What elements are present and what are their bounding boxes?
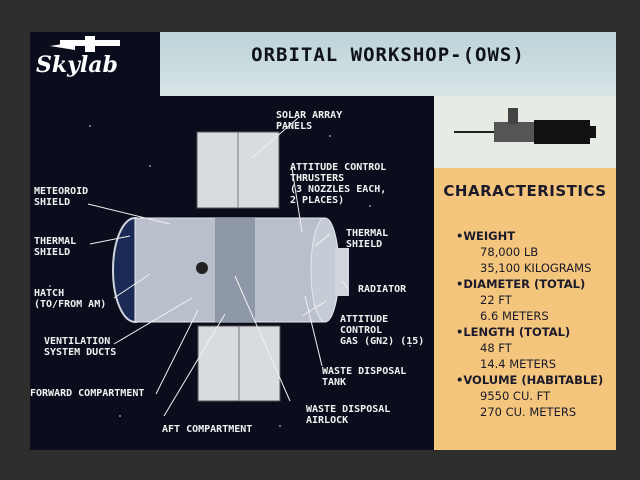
label-thermal-shield-left: THERMAL SHIELD (34, 236, 77, 258)
char-label: WEIGHT (456, 228, 610, 244)
char-value: 48 FT (480, 341, 512, 355)
label-thermal-shield-right: THERMAL SHIELD (346, 228, 389, 250)
char-value: 9550 CU. FT (480, 389, 551, 403)
label-radiator: RADIATOR (358, 284, 407, 295)
char-label: LENGTH (TOTAL) (456, 324, 610, 340)
title-banner: ORBITAL WORKSHOP-(OWS) (160, 32, 616, 96)
radiator-unit (335, 248, 349, 296)
label-aft-compartment: AFT COMPARTMENT (162, 424, 253, 435)
char-label: DIAMETER (TOTAL) (456, 276, 610, 292)
skylab-thumbnail (434, 96, 616, 168)
char-value: 22 FT (480, 293, 512, 307)
char-weight: WEIGHT 78,000 LB 35,100 KILOGRAMS (456, 228, 610, 276)
characteristics-list: WEIGHT 78,000 LB 35,100 KILOGRAMS DIAMET… (456, 228, 610, 420)
label-solar-array: SOLAR ARRAY PANELS (276, 110, 343, 132)
star-field (49, 125, 411, 427)
label-waste-airlock: WASTE DISPOSAL AIRLOCK (306, 404, 391, 426)
label-forward-compartment: FORWARD COMPARTMENT (30, 388, 145, 399)
char-diameter: DIAMETER (TOTAL) 22 FT 6.6 METERS (456, 276, 610, 324)
skylab-silhouette-icon (454, 108, 596, 144)
leader-lines (87, 117, 349, 417)
hatch-ring (196, 262, 208, 274)
label-ventilation: VENTILATION SYSTEM DUCTS (44, 336, 117, 358)
skylab-logo (30, 32, 160, 96)
aft-dome (310, 217, 340, 323)
char-value: 35,100 KILOGRAMS (480, 261, 592, 275)
char-value: 78,000 LB (480, 245, 539, 259)
label-attitude-thrusters: ATTITUDE CONTROL THRUSTERS (3 NOZZLES EA… (290, 162, 387, 206)
skylab-station-icon (50, 36, 120, 52)
label-waste-tank: WASTE DISPOSAL TANK (322, 366, 407, 388)
characteristics-title: CHARACTERISTICS (443, 182, 607, 200)
char-volume: VOLUME (HABITABLE) 9550 CU. FT 270 CU. M… (456, 372, 610, 420)
char-label: VOLUME (HABITABLE) (456, 372, 610, 388)
workshop-illustration (49, 117, 411, 427)
label-attitude-gas: ATTITUDE CONTROL GAS (GN2) (15) (340, 314, 425, 347)
label-meteoroid-shield: METEOROID SHIELD (34, 186, 89, 208)
aft-compartment-section (215, 218, 255, 322)
logo-text: Skylab (36, 52, 118, 78)
char-value: 6.6 METERS (480, 309, 549, 323)
page-title: ORBITAL WORKSHOP-(OWS) (251, 44, 525, 66)
char-value: 14.4 METERS (480, 357, 557, 371)
char-value: 270 CU. METERS (480, 405, 577, 419)
characteristics-panel: CHARACTERISTICS WEIGHT 78,000 LB 35,100 … (434, 168, 616, 450)
label-hatch: HATCH (TO/FROM AM) (34, 288, 107, 310)
char-length: LENGTH (TOTAL) 48 FT 14.4 METERS (456, 324, 610, 372)
